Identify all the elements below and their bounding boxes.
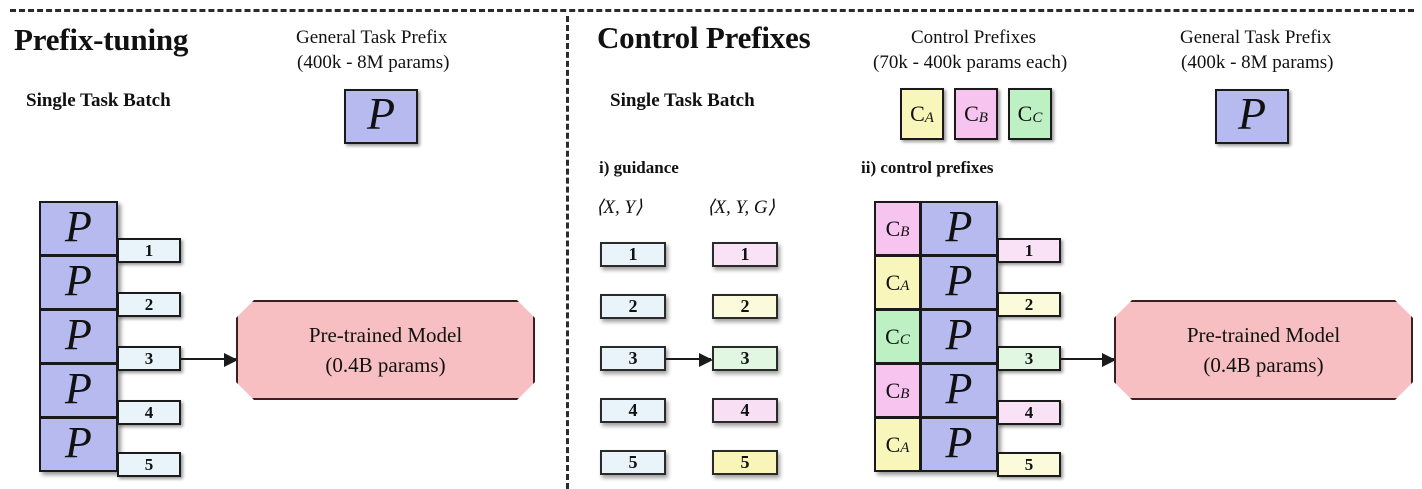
control-label: C [885, 269, 901, 295]
left-stack-cell: P [39, 255, 118, 310]
left-pretrained-model: Pre-trained Model (0.4B params) [236, 300, 535, 400]
left-general-prefix-box: P [344, 89, 418, 144]
control-batch-tab: 1 [997, 238, 1061, 263]
right-general-legend-line2: (400k - 8M params) [1181, 52, 1334, 73]
guidance-target-item: 4 [712, 398, 778, 423]
control-batch-tab: 3 [997, 346, 1061, 371]
prefix-glyph: P [945, 255, 973, 305]
control-batch-tab: 5 [997, 452, 1061, 477]
control-stack-prefix-cell: P [920, 363, 998, 418]
left-stack-cell: P [39, 417, 118, 472]
right-brace-icon: ⏟ [723, 218, 747, 247]
control-subscript: B [978, 109, 988, 126]
left-batch-label: Single Task Batch [26, 90, 171, 111]
prefix-glyph: P [945, 363, 973, 413]
left-panel-title: Prefix-tuning [14, 22, 189, 57]
prefix-glyph: P [366, 87, 396, 139]
control-batch-tab: 2 [997, 292, 1061, 317]
control-subscript: B [900, 386, 910, 402]
guidance-left-tuple: ⟨X, Y⟩ [596, 197, 643, 218]
guidance-source-item: 3 [600, 346, 666, 371]
control-subscript: A [924, 109, 934, 126]
model-line2: (0.4B params) [1203, 353, 1324, 377]
prefix-glyph: P [945, 309, 973, 359]
guidance-target-item: 1 [712, 242, 778, 267]
left-batch-tab: 2 [117, 292, 181, 317]
control-stack-prefix-cell: P [920, 201, 998, 256]
control-label: C [910, 101, 925, 126]
control-label: C [885, 431, 901, 457]
guidance-source-item: 2 [600, 294, 666, 319]
prefix-glyph: P [65, 255, 92, 305]
guidance-source-item: 4 [600, 398, 666, 423]
control-label: C [885, 377, 901, 403]
left-stack-cell: P [39, 363, 118, 418]
control-stack-prefix-cell: P [920, 309, 998, 364]
vertical-dashed-divider [566, 16, 569, 489]
control-stack-prefix-cell: P [920, 417, 998, 472]
right-general-prefix-box: P [1215, 89, 1289, 144]
control-subscript: A [900, 440, 910, 456]
left-batch-tab: 4 [117, 400, 181, 425]
left-prefix-stack: P P P P P [39, 201, 118, 472]
right-pretrained-model: Pre-trained Model (0.4B params) [1114, 300, 1413, 400]
prefix-glyph: P [65, 417, 92, 467]
guidance-target-item: 5 [712, 450, 778, 475]
guidance-source-item: 5 [600, 450, 666, 475]
guidance-source-item: 1 [600, 242, 666, 267]
left-batch-tab: 5 [117, 452, 181, 477]
right-general-legend-line1: General Task Prefix [1180, 27, 1332, 48]
right-panel-title: Control Prefixes [597, 20, 811, 55]
model-line1: Pre-trained Model [1186, 323, 1341, 347]
left-legend-line1: General Task Prefix [296, 27, 448, 48]
control-legend-line1: Control Prefixes [911, 27, 1037, 48]
control-subscript: C [899, 332, 910, 348]
control-stack-prefix-cell: P [920, 255, 998, 310]
model-line2: (0.4B params) [325, 353, 446, 377]
control-label: C [885, 215, 901, 241]
prefix-glyph: P [945, 201, 973, 251]
left-brace-icon: ⏟ [609, 218, 633, 247]
control-subscript: C [1032, 109, 1043, 126]
left-stack-cell: P [39, 201, 118, 256]
control-batch-tab: 4 [997, 400, 1061, 425]
guidance-arrow [666, 353, 713, 367]
control-label: C [885, 323, 900, 349]
guidance-right-tuple: ⟨X, Y, G⟩ [707, 197, 775, 218]
left-batch-tab: 3 [117, 346, 181, 371]
left-legend-line2: (400k - 8M params) [297, 52, 450, 73]
prefix-glyph: P [65, 309, 92, 359]
left-flow-arrow [181, 353, 238, 367]
control-label: C [964, 101, 979, 126]
guidance-target-item: 3 [712, 346, 778, 371]
control-legend-line2: (70k - 400k params each) [873, 52, 1068, 73]
right-flow-arrow [1061, 353, 1116, 367]
top-dashed-divider [10, 9, 1414, 12]
prefix-glyph: P [65, 201, 92, 251]
control-label: C [1017, 101, 1033, 126]
left-batch-tab: 1 [117, 238, 181, 263]
prefix-glyph: P [65, 363, 92, 413]
model-line1: Pre-trained Model [308, 323, 463, 347]
prefix-glyph: P [945, 417, 973, 467]
guidance-target-item: 2 [712, 294, 778, 319]
left-stack-cell: P [39, 309, 118, 364]
control-prefixes-step-label: ii) control prefixes [861, 158, 994, 177]
control-subscript: B [900, 224, 910, 240]
guidance-step-label: i) guidance [599, 158, 679, 177]
right-batch-label: Single Task Batch [610, 90, 755, 111]
control-subscript: A [900, 278, 910, 294]
prefix-glyph: P [1237, 87, 1267, 139]
